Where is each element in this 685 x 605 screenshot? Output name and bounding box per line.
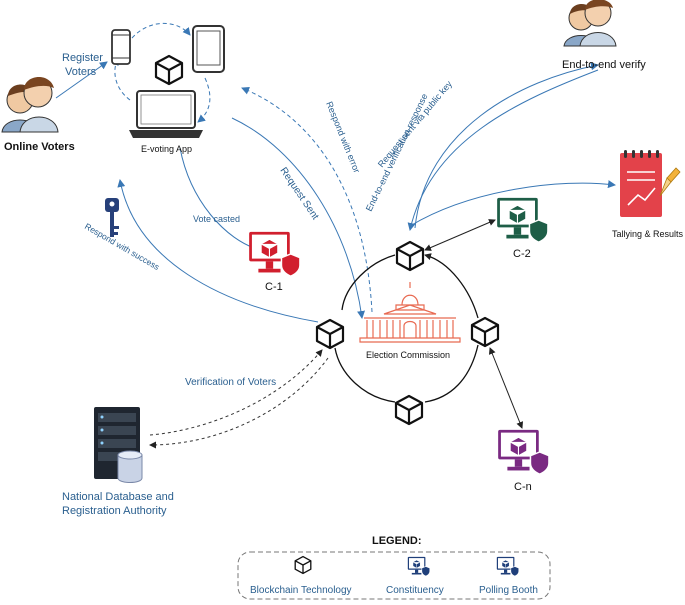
tallying-notepad-icon <box>620 150 681 217</box>
key-icon <box>105 198 119 237</box>
blockchain-ring <box>334 347 396 403</box>
cn-link-arrow <box>488 347 524 429</box>
e2e-verifier-icon <box>563 0 617 47</box>
register-voters-label: Register <box>62 52 103 64</box>
blockchain-cube-icon <box>395 240 425 272</box>
c2-label: C-2 <box>513 248 531 260</box>
online-voters-label: Online Voters <box>4 141 75 153</box>
respond-error-arrow <box>241 86 373 313</box>
national-db-label: Registration Authority <box>62 505 167 517</box>
db-verification-arrow <box>149 357 329 449</box>
blockchain-cube-icon <box>470 316 500 348</box>
respond-success-arrow <box>117 179 319 323</box>
legend-polling-label: Polling Booth <box>479 585 538 596</box>
e2e-response-arrow <box>407 69 599 231</box>
cube-icon <box>294 555 312 575</box>
blockchain-ring <box>424 253 479 319</box>
request-sent-arrow <box>231 117 366 319</box>
election-commission-label: Election Commission <box>366 350 450 360</box>
monitor-shield-icon <box>407 556 431 577</box>
c2-link-arrow <box>424 219 496 251</box>
cn-label: C-n <box>514 481 532 493</box>
verification-voters-label: Verification of Voters <box>185 377 276 388</box>
tallying-arrow <box>409 180 616 227</box>
db-verification-arrow <box>149 349 323 436</box>
online-voters-icon <box>1 76 59 133</box>
legend-constituency-label: Constituency <box>386 585 444 596</box>
vote-casted-arrow <box>179 147 261 252</box>
e2e-response-label: End-to-end verification response <box>364 92 430 213</box>
c1-label: C-1 <box>265 281 283 293</box>
register-voters-label: Voters <box>65 66 97 78</box>
device-cycle-arrow <box>197 77 211 123</box>
e2e-verify-label: End-to-end verify <box>562 59 646 71</box>
laptop-icon <box>129 90 203 138</box>
legend-blockchain-label: Blockchain Technology <box>250 585 352 596</box>
tallying-label: Tallying & Results <box>612 229 684 239</box>
device-cycle-arrow <box>131 22 191 39</box>
request-sent-label: Request Sent <box>278 166 321 223</box>
connections <box>55 22 616 449</box>
c1-polling-booth-icon <box>248 231 301 277</box>
tablet-icon <box>192 25 225 73</box>
cube-icon <box>154 54 184 86</box>
legend-title: LEGEND: <box>372 535 422 547</box>
legend-box <box>237 551 551 600</box>
database-server-icon <box>94 407 143 483</box>
election-commission-building-icon <box>359 282 461 343</box>
blockchain-cube-icon <box>315 318 345 350</box>
monitor-cube-icon <box>496 556 520 577</box>
blockchain-ring <box>341 254 396 311</box>
blockchain-cube-icon <box>394 394 424 426</box>
respond-success-label: Respond with success <box>83 221 161 272</box>
cn-constituency-icon <box>497 429 550 475</box>
national-db-label: National Database and <box>62 491 174 503</box>
register-arrow <box>55 61 108 99</box>
c2-constituency-icon <box>496 197 549 243</box>
blockchain-ring <box>424 344 479 403</box>
public-key-request-arrow <box>414 62 599 229</box>
phone-icon <box>111 29 131 65</box>
vote-casted-label: Vote casted <box>193 214 240 224</box>
evoting-app-label: E-voting App <box>141 144 192 154</box>
